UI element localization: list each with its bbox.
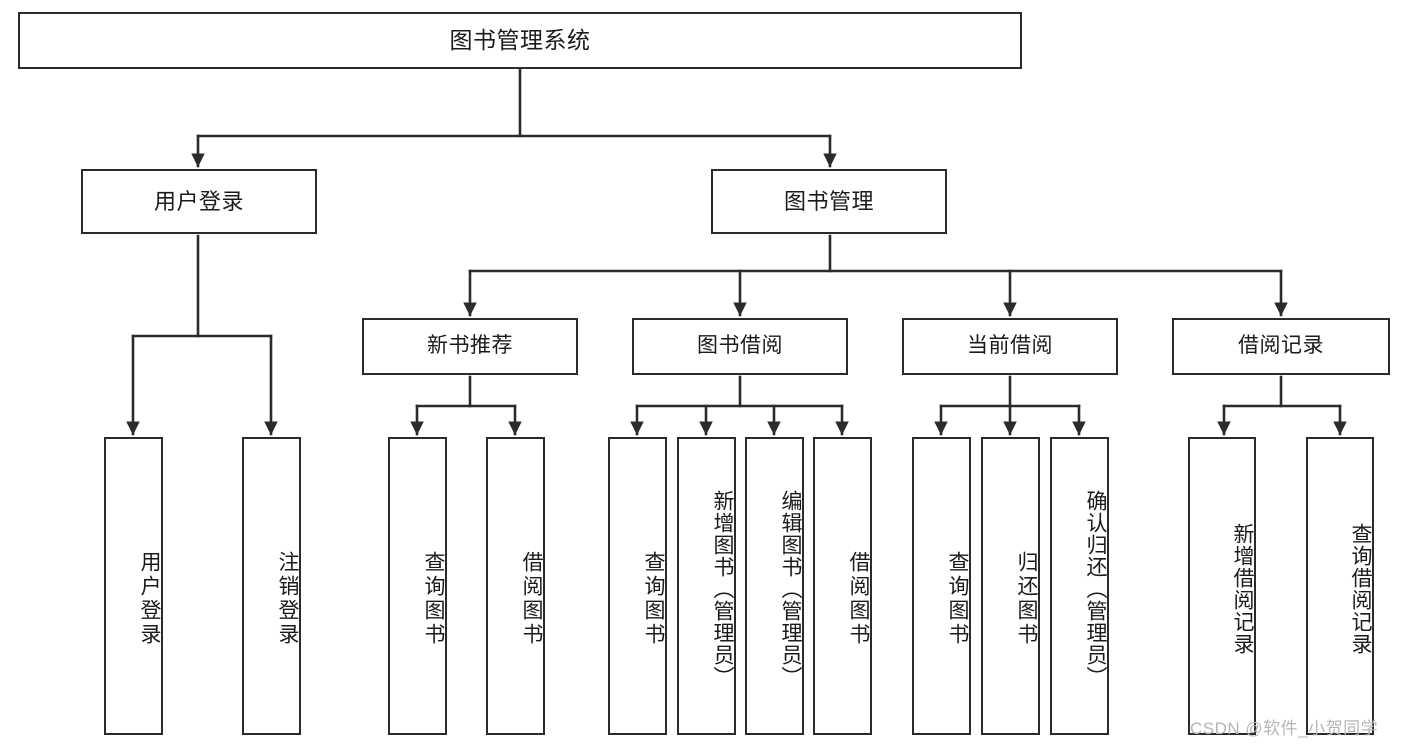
node-borrow-record[interactable]: 借阅记录: [1172, 318, 1390, 375]
node-leaf-query-record[interactable]: 查询借阅记录: [1306, 437, 1374, 735]
node-user-login[interactable]: 用户登录: [81, 169, 317, 234]
node-leaf-query-book-1[interactable]: 查询图书: [388, 437, 447, 735]
node-leaf-user-login[interactable]: 用户登录: [104, 437, 163, 735]
node-leaf-borrow-book-1[interactable]: 借阅图书: [486, 437, 545, 735]
node-leaf-confirm-return[interactable]: 确认归还（管理员）: [1050, 437, 1109, 735]
node-current-borrow[interactable]: 当前借阅: [902, 318, 1118, 375]
node-leaf-add-book[interactable]: 新增图书（管理员）: [677, 437, 736, 735]
node-root[interactable]: 图书管理系统: [18, 12, 1022, 69]
node-leaf-query-book-3[interactable]: 查询图书: [912, 437, 971, 735]
node-leaf-query-book-2[interactable]: 查询图书: [608, 437, 667, 735]
node-book-borrow[interactable]: 图书借阅: [632, 318, 848, 375]
node-leaf-borrow-book-2[interactable]: 借阅图书: [813, 437, 872, 735]
node-leaf-add-record[interactable]: 新增借阅记录: [1188, 437, 1256, 735]
node-new-book-recommend[interactable]: 新书推荐: [362, 318, 578, 375]
node-book-manage[interactable]: 图书管理: [711, 169, 947, 234]
node-leaf-edit-book[interactable]: 编辑图书（管理员）: [745, 437, 804, 735]
node-leaf-return-book[interactable]: 归还图书: [981, 437, 1040, 735]
node-leaf-user-logout[interactable]: 注销登录: [242, 437, 301, 735]
